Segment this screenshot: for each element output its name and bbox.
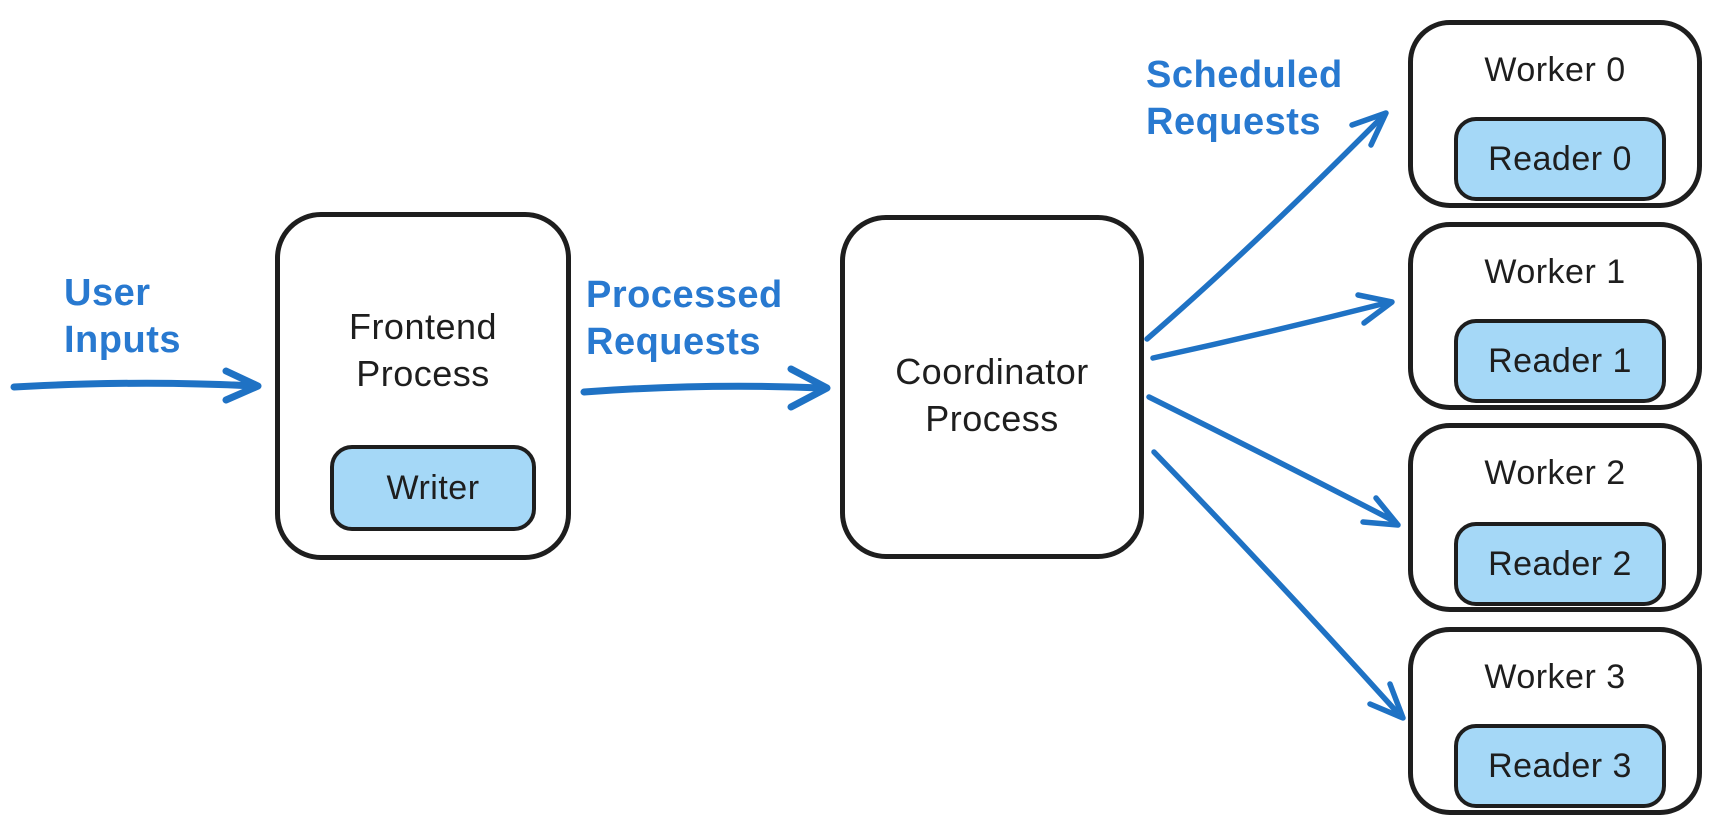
scheduled-arrow-worker-2 — [1146, 394, 1401, 528]
scheduled-arrow-worker-3 — [1151, 449, 1406, 721]
scheduled-requests-label: Scheduled Requests — [1146, 52, 1343, 146]
processed-requests-line1: Processed — [586, 274, 783, 316]
worker-2-label: Worker 2 — [1484, 454, 1626, 492]
reader-3-label: Reader 3 — [1488, 746, 1632, 785]
coordinator-title-line2: Process — [925, 398, 1059, 439]
coordinator-process-title: Coordinator Process — [845, 348, 1139, 442]
reader-0-label: Reader 0 — [1488, 139, 1632, 178]
worker-3-box: Worker 3 Reader 3 — [1408, 627, 1702, 815]
frontend-process-box: Frontend Process Writer — [275, 212, 571, 560]
writer-box: Writer — [330, 445, 536, 531]
reader-3-box: Reader 3 — [1454, 724, 1666, 808]
user-inputs-line1: User — [64, 272, 151, 314]
coordinator-process-box: Coordinator Process — [840, 215, 1144, 559]
user-inputs-arrow — [10, 367, 262, 404]
reader-2-box: Reader 2 — [1454, 522, 1666, 606]
processed-requests-arrow — [580, 365, 831, 411]
reader-1-label: Reader 1 — [1488, 341, 1632, 380]
coordinator-title-line1: Coordinator — [895, 351, 1089, 392]
worker-0-label: Worker 0 — [1484, 51, 1626, 89]
scheduled-requests-line2: Requests — [1146, 101, 1322, 143]
writer-label: Writer — [386, 468, 480, 507]
worker-0-box: Worker 0 Reader 0 — [1408, 20, 1702, 208]
reader-1-box: Reader 1 — [1454, 319, 1666, 403]
user-inputs-line2: Inputs — [64, 319, 181, 361]
processed-requests-line2: Requests — [586, 321, 762, 363]
user-inputs-label: User Inputs — [64, 270, 181, 364]
worker-2-box: Worker 2 Reader 2 — [1408, 423, 1702, 612]
worker-1-box: Worker 1 Reader 1 — [1408, 222, 1702, 410]
frontend-title-line2: Process — [356, 353, 490, 394]
frontend-title-line1: Frontend — [348, 306, 498, 347]
scheduled-requests-line1: Scheduled — [1146, 54, 1343, 96]
scheduled-arrow-worker-1 — [1150, 292, 1395, 361]
worker-3-label: Worker 3 — [1484, 658, 1626, 696]
worker-1-label: Worker 1 — [1484, 253, 1626, 291]
reader-0-box: Reader 0 — [1454, 117, 1666, 201]
scheduled-arrow-worker-0 — [1144, 110, 1389, 342]
frontend-process-title: Frontend Process — [280, 303, 566, 397]
processed-requests-label: Processed Requests — [586, 272, 783, 366]
reader-2-label: Reader 2 — [1488, 544, 1632, 583]
